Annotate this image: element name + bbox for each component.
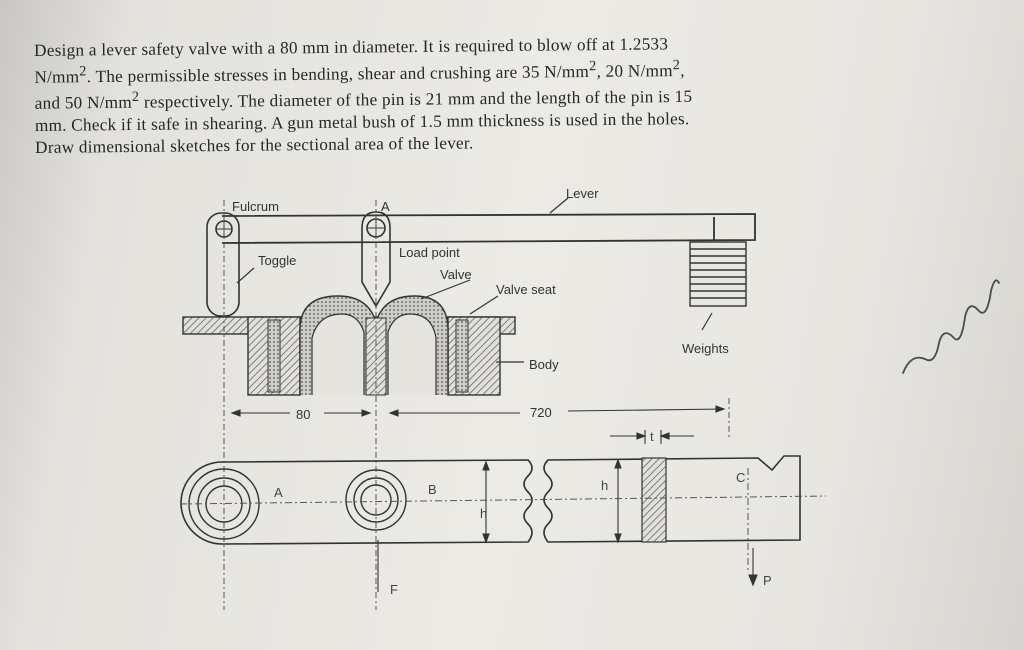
lever-plan-view — [180, 455, 801, 545]
valve-body — [182, 295, 516, 396]
label-valve: Valve — [440, 267, 472, 282]
load-pin-hole — [345, 469, 407, 531]
centre-lines — [223, 200, 730, 610]
fulcrum-link — [206, 212, 240, 317]
pen-scribble — [902, 279, 1000, 374]
label-b: B — [428, 482, 437, 497]
label-h-2: h — [601, 478, 608, 493]
lower-centre-lines — [179, 468, 827, 570]
label-t: t — [650, 429, 654, 444]
label-fulcrum: Fulcrum — [232, 199, 279, 214]
label-body: Body — [529, 357, 559, 372]
label-a-bottom: A — [274, 485, 283, 500]
label-c: C — [736, 470, 745, 485]
lever-arm — [221, 213, 756, 244]
dimension-lines — [230, 405, 726, 444]
leader-lines — [236, 197, 713, 363]
label-a-top: A — [381, 199, 390, 214]
label-load-point: Load point — [399, 245, 460, 260]
label-lever: Lever — [566, 186, 599, 201]
label-valve-seat: Valve seat — [496, 282, 556, 297]
dimension-80: 80 — [296, 407, 310, 422]
label-toggle: Toggle — [258, 253, 296, 268]
label-weights: Weights — [682, 341, 729, 356]
weights-stack — [689, 241, 747, 307]
lower-dimensions — [377, 458, 758, 592]
lever-section-hatch — [641, 457, 667, 543]
label-f: F — [390, 582, 398, 597]
dimension-720: 720 — [530, 405, 552, 420]
label-p: P — [763, 573, 772, 588]
label-h-1: h — [480, 506, 487, 521]
